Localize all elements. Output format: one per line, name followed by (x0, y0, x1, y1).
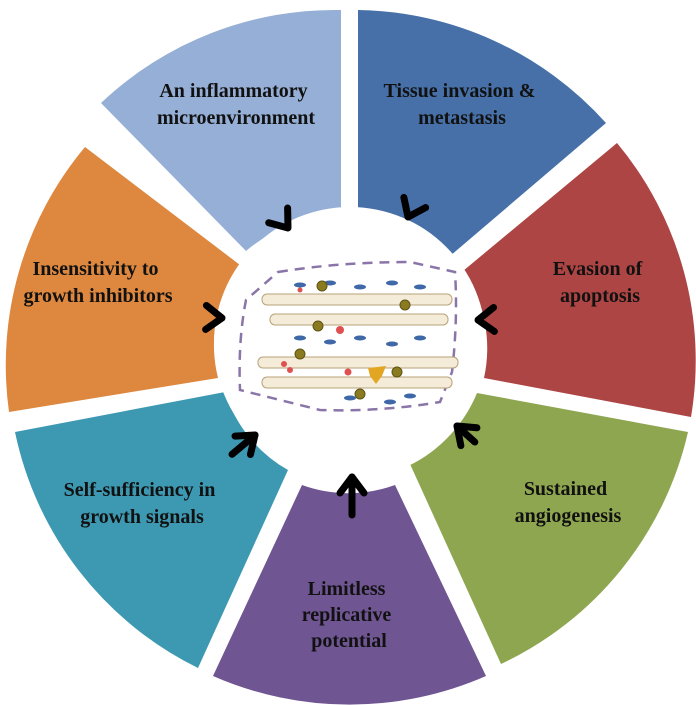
label-inflammatory-microenvironment: An inflammatory microenvironment (157, 80, 315, 129)
label-insensitivity-line-1: Insensitivity to (32, 258, 158, 280)
label-angiogenesis-line-2: angiogenesis (515, 505, 622, 527)
segment-insensitivity-growth-inhibitors (5, 147, 241, 412)
label-insensitivity-line-2: growth inhibitors (23, 285, 172, 307)
arrow-from-apoptosis (474, 303, 498, 335)
arrow-from-invasion (400, 193, 430, 221)
arrow-from-replicative (336, 473, 368, 519)
label-self-sufficiency-line-1: Self-sufficiency in (64, 479, 216, 501)
label-tissue-invasion: Tissue invasion & metastasis (384, 80, 541, 129)
label-insensitivity: Insensitivity to growth inhibitors (23, 258, 172, 307)
label-replicative-line-1: Limitless (308, 578, 386, 600)
arrow-from-angiogenesis (453, 422, 481, 450)
label-invasion-line-2: metastasis (418, 107, 506, 129)
label-evasion-of-apoptosis: Evasion of apoptosis (553, 258, 647, 307)
label-invasion-line-1: Tissue invasion & (384, 80, 536, 102)
ring-segments (5, 9, 696, 705)
label-self-sufficiency: Self-sufficiency in growth signals (64, 479, 221, 528)
segment-tissue-invasion-metastasis (358, 10, 606, 256)
label-angiogenesis-line-1: Sustained (524, 478, 607, 500)
tissue-illustration (238, 260, 459, 412)
label-apoptosis-line-2: apoptosis (560, 285, 640, 307)
center-disc (214, 207, 486, 479)
blue-cells (294, 280, 426, 405)
label-inflammatory-line-2: microenvironment (157, 107, 315, 129)
segment-labels: An inflammatory microenvironment Tissue … (23, 80, 647, 652)
segment-limitless-replicative-potential (213, 485, 486, 705)
arrow-from-inflammatory (265, 204, 292, 232)
arrow-from-insensitivity (202, 301, 226, 333)
blood-vessel-bottom (257, 356, 459, 389)
arrows (202, 193, 498, 519)
label-apoptosis-line-1: Evasion of (553, 258, 643, 280)
arrow-from-self-sufficiency (228, 431, 259, 458)
red-cells (281, 287, 352, 376)
label-replicative-line-2: replicative (302, 604, 392, 626)
label-inflammatory-line-1: An inflammatory (159, 80, 307, 102)
label-replicative-line-3: potential (311, 630, 387, 652)
yellow-cell (368, 366, 386, 384)
segment-sustained-angiogenesis (410, 393, 688, 664)
segment-self-sufficiency-growth-signals (15, 392, 288, 668)
label-limitless-replicative-potential: Limitless replicative potential (302, 578, 397, 652)
segment-inflammatory-microenvironment (101, 9, 341, 251)
segment-evasion-of-apoptosis (463, 143, 696, 417)
olive-cells (294, 280, 411, 400)
label-self-sufficiency-line-2: growth signals (80, 506, 204, 528)
label-sustained-angiogenesis: Sustained angiogenesis (515, 478, 622, 527)
tissue-boundary-dashed (238, 260, 458, 412)
